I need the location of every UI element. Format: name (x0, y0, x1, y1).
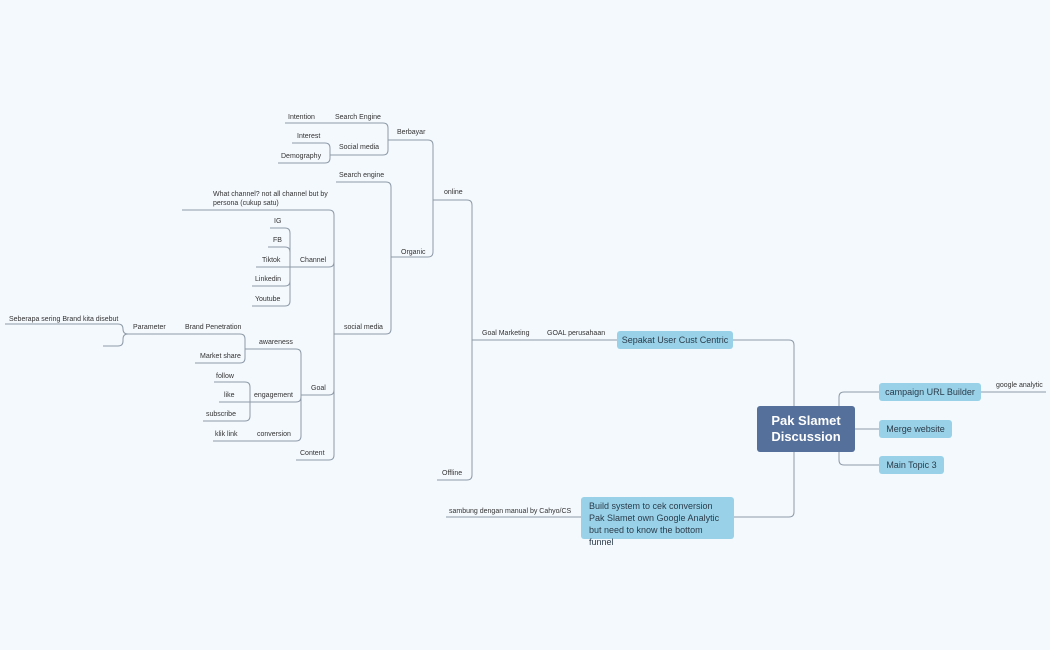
connector (214, 381, 251, 402)
connector (278, 155, 331, 164)
connector (330, 140, 389, 156)
connector (292, 142, 331, 155)
subtopic-follow[interactable]: follow (216, 373, 234, 380)
subtopic-demography[interactable]: Demography (281, 153, 322, 160)
connector (336, 181, 392, 257)
connector (5, 323, 129, 335)
subtopic-engagement[interactable]: engagement (254, 392, 293, 399)
subtopic-goal-perusahaan[interactable]: GOAL perusahaan (547, 330, 606, 337)
central-topic[interactable]: Pak Slamet Discussion (757, 406, 855, 452)
connector (182, 209, 335, 334)
subtopic-channel[interactable]: Channel (300, 257, 327, 264)
connector (203, 402, 251, 422)
subtopic-youtube[interactable]: Youtube (255, 296, 281, 303)
subtopic-social-media-paid[interactable]: Social media (339, 144, 380, 151)
topic-build-system[interactable]: Build system to cek conversion Pak Slame… (581, 497, 734, 547)
connector (270, 227, 291, 267)
subtopic-social-media[interactable]: social media (344, 324, 383, 331)
subtopic-tiktok[interactable]: Tiktok (262, 257, 281, 264)
connector (290, 261, 335, 334)
subtopic-linkedin[interactable]: Linkedin (255, 276, 282, 283)
connector (268, 246, 291, 267)
connector (252, 267, 291, 307)
subtopic-sambung[interactable]: sambung dengan manual by Cahyo/CS (449, 508, 572, 515)
subtopic-seberapa[interactable]: Seberapa sering Brand kita disebut (9, 316, 119, 323)
connector (838, 428, 879, 466)
connector (180, 333, 246, 349)
connector (296, 334, 335, 461)
subtopic-subscribe[interactable]: subscribe (206, 411, 236, 418)
subtopic-goal[interactable]: Goal (311, 385, 326, 392)
subtopic-search-engine-paid[interactable]: Search Engine (335, 114, 381, 121)
subtopic-google-analytic[interactable]: google analytic (996, 382, 1043, 389)
subtopic-ig[interactable]: IG (274, 218, 282, 225)
subtopic-content[interactable]: Content (300, 450, 325, 457)
connector (253, 395, 302, 442)
subtopic-fb[interactable]: FB (273, 237, 282, 244)
subtopic-intention[interactable]: Intention (288, 114, 315, 121)
subtopic-brand-penetration[interactable]: Brand Penetration (185, 324, 242, 331)
connector (437, 340, 473, 481)
subtopic-berbayar[interactable]: Berbayar (397, 129, 426, 136)
connector (391, 200, 434, 258)
subtopic-market-share[interactable]: Market share (200, 353, 241, 360)
connector (245, 348, 302, 395)
subtopic-like[interactable]: like (224, 392, 235, 399)
topic-sepakat[interactable]: Sepakat User Cust Centric (617, 331, 733, 349)
connector (330, 122, 389, 140)
subtopic-interest[interactable]: Interest (297, 133, 321, 140)
central-topic-line2: Discussion (771, 429, 841, 444)
subtopic-conversion[interactable]: conversion (257, 431, 291, 438)
connector (195, 349, 246, 364)
topic-campaign-url-builder[interactable]: campaign URL Builder (879, 383, 981, 401)
subtopic-parameter[interactable]: Parameter (133, 324, 166, 331)
subtopic-what-channel[interactable]: What channel? not all channel but by per… (213, 191, 328, 207)
subtopic-search-engine-organic[interactable]: Search engine (339, 172, 385, 179)
subtopic-offline[interactable]: Offline (442, 470, 463, 477)
topic-merge-website[interactable]: Merge website (879, 420, 952, 438)
subtopic-online[interactable]: online (444, 189, 463, 196)
subtopic-klik-link[interactable]: klik link (215, 431, 238, 438)
connector (733, 339, 795, 430)
connector (103, 333, 129, 347)
central-topic-line1: Pak Slamet (771, 413, 841, 428)
connector (433, 199, 473, 340)
subtopic-goal-marketing[interactable]: Goal Marketing (482, 330, 530, 337)
connector (388, 139, 434, 200)
connector (733, 428, 795, 518)
connector (838, 391, 879, 430)
subtopic-organic[interactable]: Organic (401, 249, 426, 256)
subtopic-awareness[interactable]: awareness (259, 339, 293, 346)
topic-main-topic-3[interactable]: Main Topic 3 (879, 456, 944, 474)
connector (334, 257, 392, 335)
